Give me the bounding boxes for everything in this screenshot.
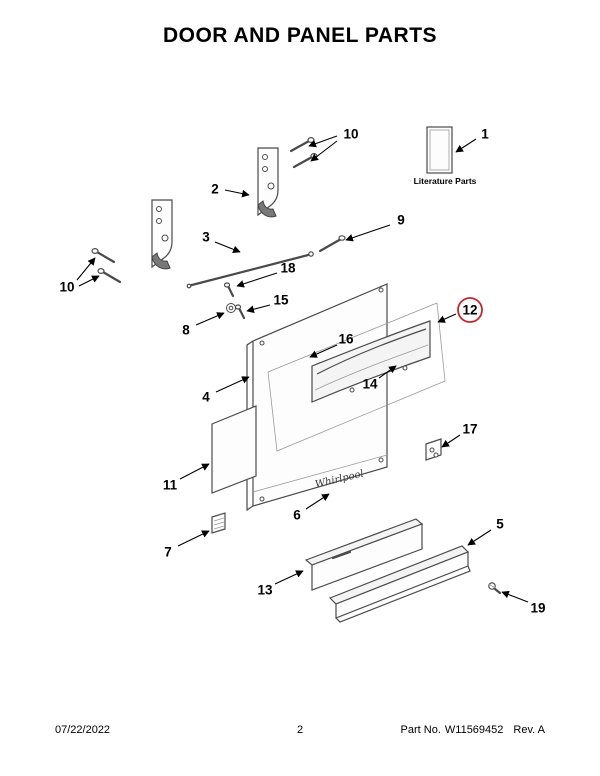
leader-arrow	[345, 224, 391, 242]
leader-arrow	[78, 275, 100, 287]
callout-12: 12	[437, 297, 483, 323]
callout-number: 9	[397, 213, 405, 228]
footer-part-label: Part No.	[400, 724, 441, 736]
callout-number: 18	[280, 261, 296, 276]
footer-date: 07/22/2022	[55, 724, 111, 736]
callout-number: 8	[182, 323, 190, 338]
leader-arrow	[215, 376, 250, 393]
terminal-block-part	[211, 512, 226, 534]
callout-number: 12	[462, 303, 477, 318]
leader-arrow	[246, 304, 271, 313]
callout-16: 16	[309, 332, 354, 358]
outer-door-panel	[267, 302, 446, 452]
callout-8: 8	[182, 312, 225, 338]
leader-arrow	[179, 463, 210, 480]
callout-number: 3	[202, 230, 210, 245]
callout-9: 9	[345, 213, 405, 242]
leader-arrow	[467, 529, 492, 546]
leader-arrow	[214, 241, 241, 254]
leader-arrow	[195, 312, 225, 326]
door-link-rod	[186, 251, 314, 289]
footer-revision: Rev. A	[513, 724, 545, 736]
hinge-pin-part	[318, 235, 346, 253]
callout-number: 4	[202, 390, 210, 405]
callout-13: 13	[257, 570, 304, 598]
callout-17: 17	[441, 422, 478, 448]
leader-arrow	[224, 189, 250, 198]
leader-arrow	[455, 138, 477, 153]
door-hinge-left	[151, 199, 173, 270]
callout-18: 18	[236, 261, 296, 288]
leader-arrow	[305, 493, 330, 510]
leader-arrow	[76, 257, 96, 281]
hinge-screws-left	[91, 248, 122, 284]
small-screw-18	[223, 282, 235, 298]
callout-10: 10	[59, 257, 100, 295]
latch-bracket-part	[425, 438, 442, 461]
page-title: DOOR AND PANEL PARTS	[162, 24, 438, 47]
callout-number: 6	[293, 508, 301, 523]
leader-arrow	[501, 590, 529, 603]
footer-part-info: Part No.W11569452 Rev. A	[397, 724, 545, 736]
callout-6: 6	[293, 493, 330, 523]
callout-number: 13	[257, 583, 273, 598]
leader-arrow	[378, 365, 397, 379]
callout-number: 1	[481, 127, 489, 142]
callout-10: 10	[308, 127, 359, 162]
literature-parts-label: Literature Parts	[414, 176, 477, 186]
callout-number: 17	[462, 422, 477, 437]
leader-arrow	[274, 570, 304, 585]
callout-number: 10	[343, 127, 358, 142]
leader-arrow	[309, 344, 338, 358]
callout-7: 7	[164, 530, 210, 560]
footer-page-number: 2	[296, 724, 304, 736]
literature-pack-part: Literature Parts	[414, 126, 477, 186]
callout-14: 14	[362, 365, 397, 392]
insulation-panel	[211, 405, 257, 494]
callout-5: 5	[467, 517, 504, 546]
callout-number: 7	[164, 545, 172, 560]
leader-arrow	[177, 530, 210, 547]
panel-screw-19	[488, 582, 502, 595]
leader-arrow	[308, 135, 338, 148]
callout-number: 15	[273, 293, 289, 308]
leader-arrow	[441, 434, 461, 448]
callout-number: 2	[211, 182, 219, 197]
callout-4: 4	[202, 376, 250, 405]
hinge-screws-top	[289, 137, 318, 169]
callout-1: 1	[455, 127, 489, 153]
callout-number: 19	[530, 601, 545, 616]
grommet-part	[226, 303, 236, 313]
door-hinge-right	[257, 147, 279, 218]
page-footer: 07/22/2022 2 Part No.W11569452 Rev. A	[0, 722, 600, 742]
callout-2: 2	[211, 182, 250, 198]
small-screw-15	[234, 304, 246, 320]
callout-19: 19	[501, 590, 546, 616]
callout-15: 15	[246, 293, 289, 313]
callout-number: 5	[496, 517, 504, 532]
footer-part-number: W11569452	[444, 724, 504, 736]
callout-number: 10	[59, 280, 74, 295]
callout-3: 3	[202, 230, 241, 254]
leader-arrow	[437, 313, 457, 323]
callouts-layer: 1 10 2 10 3 9 18 15 8 16 12 4 14 11 17 6 7 13 5 19	[59, 127, 545, 616]
highlight-circle	[457, 297, 483, 323]
leader-arrow	[310, 140, 338, 162]
leader-arrow	[236, 272, 278, 288]
callout-number: 14	[362, 377, 378, 392]
access-panel	[328, 545, 471, 623]
callout-11: 11	[163, 463, 210, 493]
toe-panel	[304, 518, 424, 591]
callout-number: 11	[163, 478, 178, 493]
callout-number: 16	[338, 332, 354, 347]
